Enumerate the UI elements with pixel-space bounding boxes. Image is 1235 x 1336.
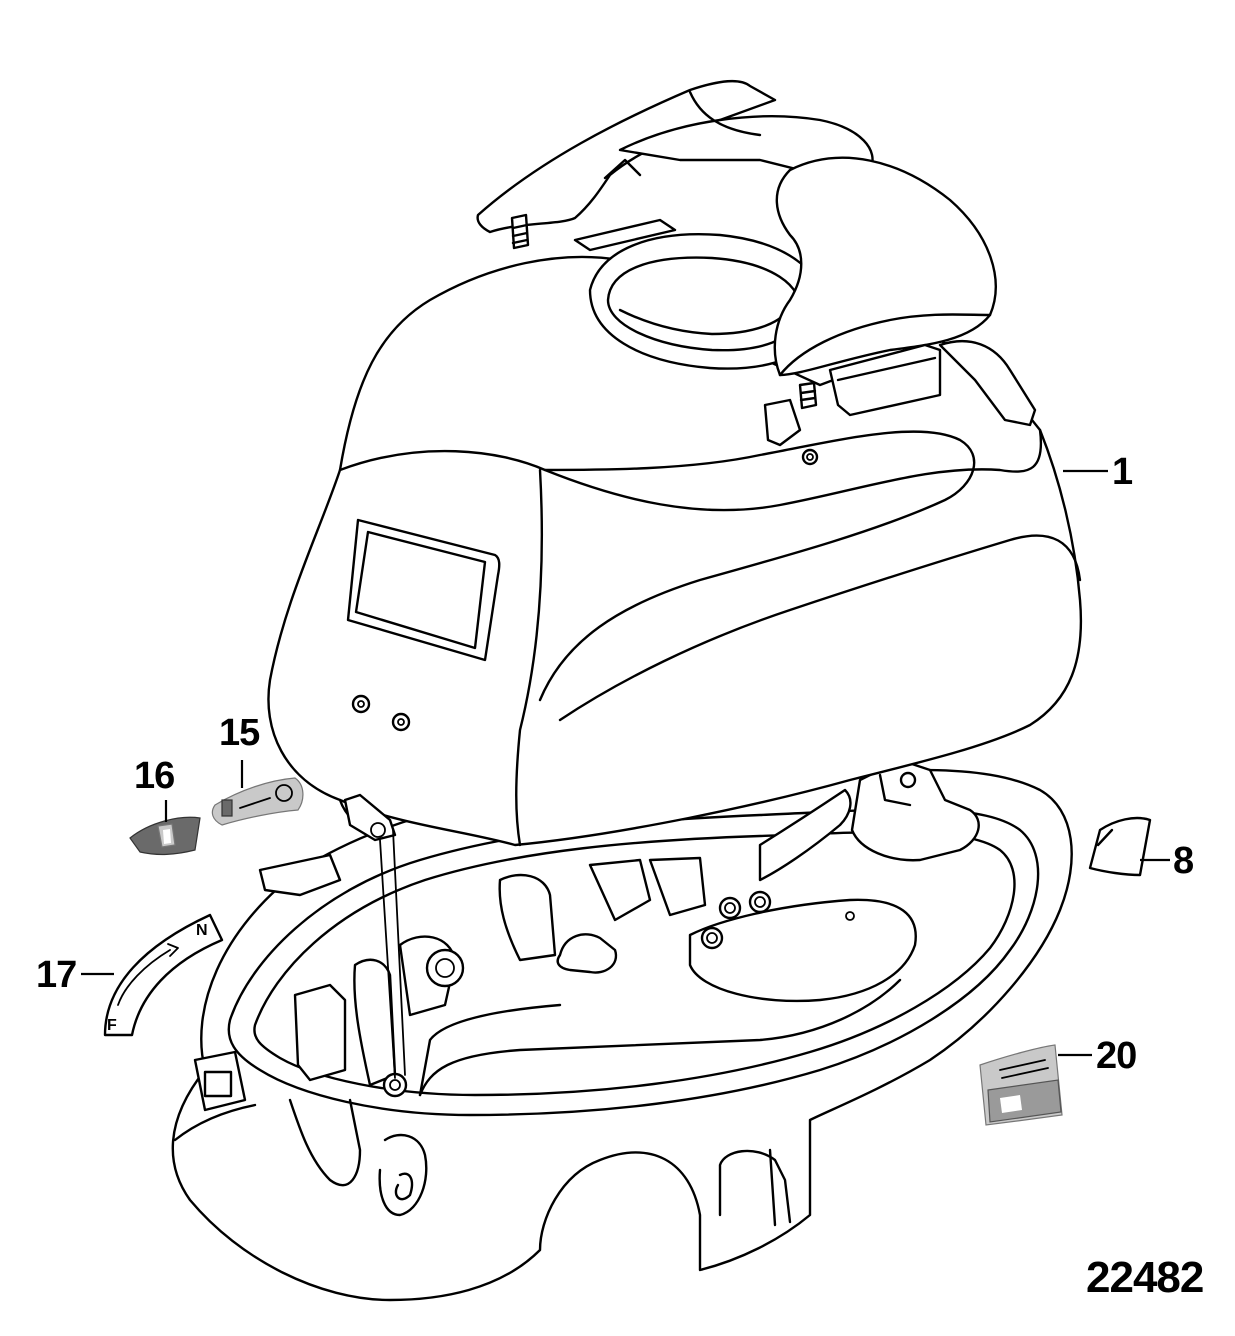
decal-16 [129, 816, 201, 856]
bottom-cowl [171, 758, 1073, 1302]
callout-15: 15 [219, 712, 260, 754]
decal-15 [211, 777, 304, 826]
top-handle [476, 79, 1037, 447]
callout-labels: 1 8 15 16 17 20 22482 [36, 451, 1204, 1302]
decal-17: F N [103, 913, 224, 1037]
callout-20: 20 [1096, 1035, 1136, 1077]
decal-20 [979, 1044, 1063, 1126]
callout-17: 17 [36, 954, 76, 996]
decal-8 [1088, 816, 1152, 877]
callout-16: 16 [134, 755, 174, 797]
leader-lines [81, 469, 1170, 1079]
callout-8: 8 [1173, 840, 1193, 882]
shift-neutral-label: N [196, 922, 207, 939]
shift-forward-label: F [107, 1017, 117, 1034]
callout-1: 1 [1112, 451, 1133, 493]
drawing-code: 22482 [1086, 1253, 1203, 1302]
